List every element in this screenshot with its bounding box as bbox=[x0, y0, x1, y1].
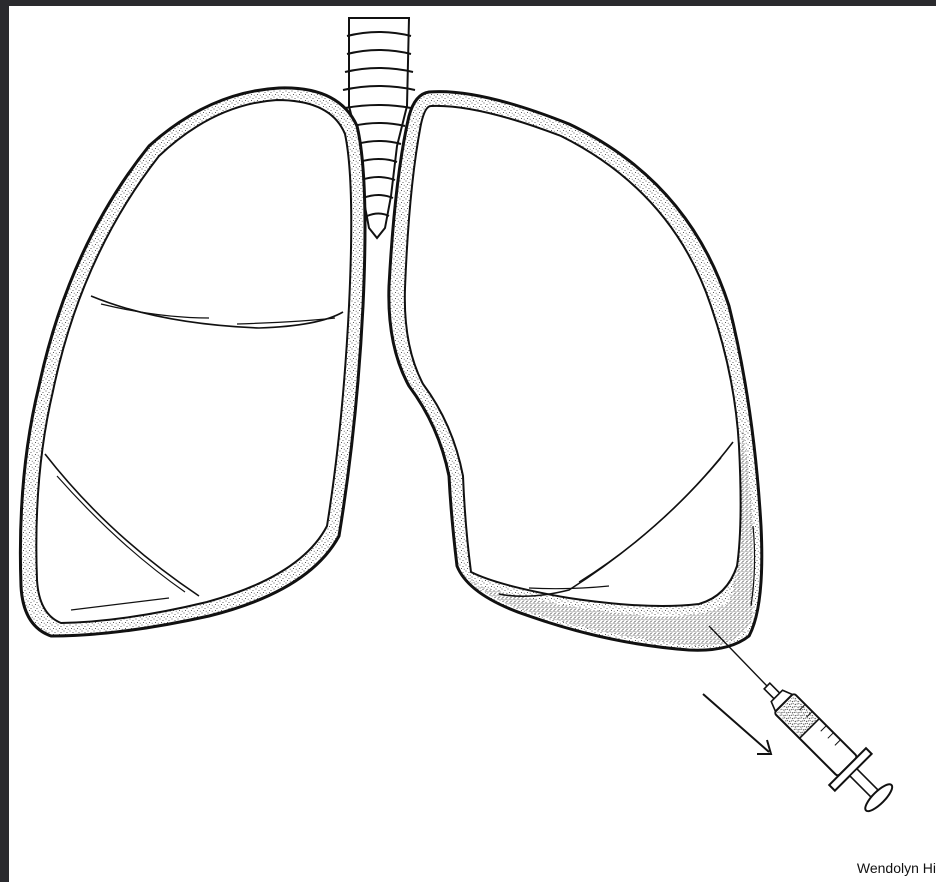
lungs-diagram bbox=[9, 6, 936, 882]
syringe-icon bbox=[749, 668, 902, 821]
artist-credit: Wendolyn Hi bbox=[857, 860, 936, 876]
illustration-canvas: Wendolyn Hi bbox=[9, 6, 936, 882]
arrow-icon bbox=[703, 694, 771, 754]
right-lung bbox=[20, 88, 365, 636]
left-lung bbox=[389, 92, 762, 651]
right-lung-surface bbox=[36, 100, 351, 623]
